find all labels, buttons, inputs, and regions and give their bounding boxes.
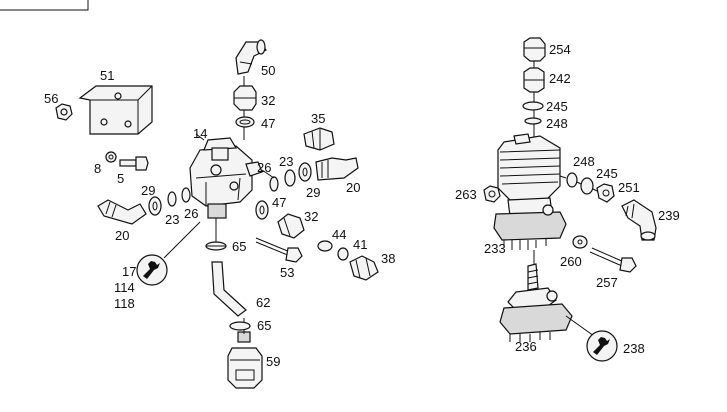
seal-part-26-left	[181, 187, 191, 203]
fitting-part-32-top	[233, 85, 257, 111]
fitting-part-32-lower	[277, 213, 305, 239]
washer-part-29-left	[148, 196, 162, 216]
label-17: 17	[122, 264, 137, 279]
compressor-part-233	[493, 133, 567, 250]
label-20-left: 20	[115, 228, 130, 243]
nut-part-254	[523, 37, 546, 62]
fitting-part-35	[303, 127, 335, 151]
bolt-part-257	[589, 247, 637, 273]
label-14: 14	[193, 126, 208, 141]
label-47-lower: 47	[272, 195, 287, 210]
label-114: 114	[114, 280, 135, 295]
label-118: 118	[114, 296, 135, 311]
filter-part-59	[227, 331, 263, 389]
label-29-left: 29	[141, 183, 156, 198]
label-23-right: 23	[279, 154, 294, 169]
hose-part-62	[211, 261, 247, 317]
clip-part-65-upper	[205, 241, 227, 251]
elbow-part-50	[235, 39, 267, 75]
label-263: 263	[455, 187, 477, 202]
elbow-part-20-left	[97, 199, 147, 225]
washer-part-8	[105, 151, 117, 163]
label-44: 44	[332, 227, 347, 242]
label-260: 260	[560, 254, 582, 269]
label-50: 50	[261, 63, 276, 78]
header-frame	[0, 0, 89, 11]
bracket-part-51	[78, 85, 153, 135]
label-238: 238	[623, 341, 645, 356]
seal-part-23-left	[167, 191, 177, 207]
label-8: 8	[94, 161, 102, 176]
label-239: 239	[658, 208, 680, 223]
label-254: 254	[549, 42, 571, 57]
label-248-top: 248	[546, 116, 568, 131]
unloader-part-236	[499, 250, 573, 342]
label-51: 51	[100, 68, 115, 83]
seal-part-248-top	[524, 117, 542, 125]
label-59: 59	[266, 354, 281, 369]
label-233: 233	[484, 241, 506, 256]
nut-part-263	[483, 185, 501, 203]
washer-part-260	[572, 235, 588, 249]
label-65-lower: 65	[257, 318, 272, 333]
label-29-right: 29	[306, 185, 321, 200]
label-41: 41	[353, 237, 368, 252]
bolt-part-53	[255, 237, 303, 263]
wrench-icon-left	[136, 254, 168, 286]
seal-part-23-right	[284, 169, 296, 187]
wrench-icon-right	[586, 330, 618, 362]
washer-part-245-right	[580, 177, 594, 195]
valve-block-part-14	[189, 137, 263, 219]
label-5: 5	[117, 171, 125, 186]
label-251: 251	[618, 180, 640, 195]
seal-part-41	[337, 247, 349, 261]
label-35: 35	[311, 111, 326, 126]
label-20-right: 20	[346, 180, 361, 195]
label-257: 257	[596, 275, 618, 290]
seal-part-248-right	[566, 172, 578, 188]
label-248-right: 248	[573, 154, 595, 169]
label-32-top: 32	[261, 93, 276, 108]
washer-part-245-top	[522, 101, 544, 111]
label-65-upper: 65	[232, 239, 247, 254]
oring-part-47-lower	[255, 200, 269, 220]
label-245-right: 245	[596, 166, 618, 181]
label-47-top: 47	[261, 116, 276, 131]
nut-part-56	[55, 103, 73, 121]
label-56: 56	[44, 91, 59, 106]
seal-part-26-right	[269, 176, 279, 192]
label-38: 38	[381, 251, 396, 266]
label-23-left: 23	[165, 212, 180, 227]
label-26-right: 26	[257, 160, 272, 175]
label-32-lower: 32	[304, 209, 319, 224]
label-242: 242	[549, 71, 571, 86]
oring-part-47-top	[235, 116, 255, 128]
washer-part-29-right	[298, 162, 312, 182]
elbow-part-20-right	[315, 157, 359, 181]
bolt-part-5	[119, 156, 149, 171]
elbow-part-239	[621, 199, 657, 241]
nut-part-251	[596, 183, 615, 203]
label-26-left: 26	[184, 206, 199, 221]
fitting-part-242	[523, 67, 545, 93]
washer-part-44	[317, 240, 333, 252]
label-245-top: 245	[546, 99, 568, 114]
fitting-part-38	[349, 255, 379, 281]
label-53: 53	[280, 265, 295, 280]
label-236: 236	[515, 339, 537, 354]
clip-part-65-lower	[229, 321, 251, 331]
label-62: 62	[256, 295, 271, 310]
